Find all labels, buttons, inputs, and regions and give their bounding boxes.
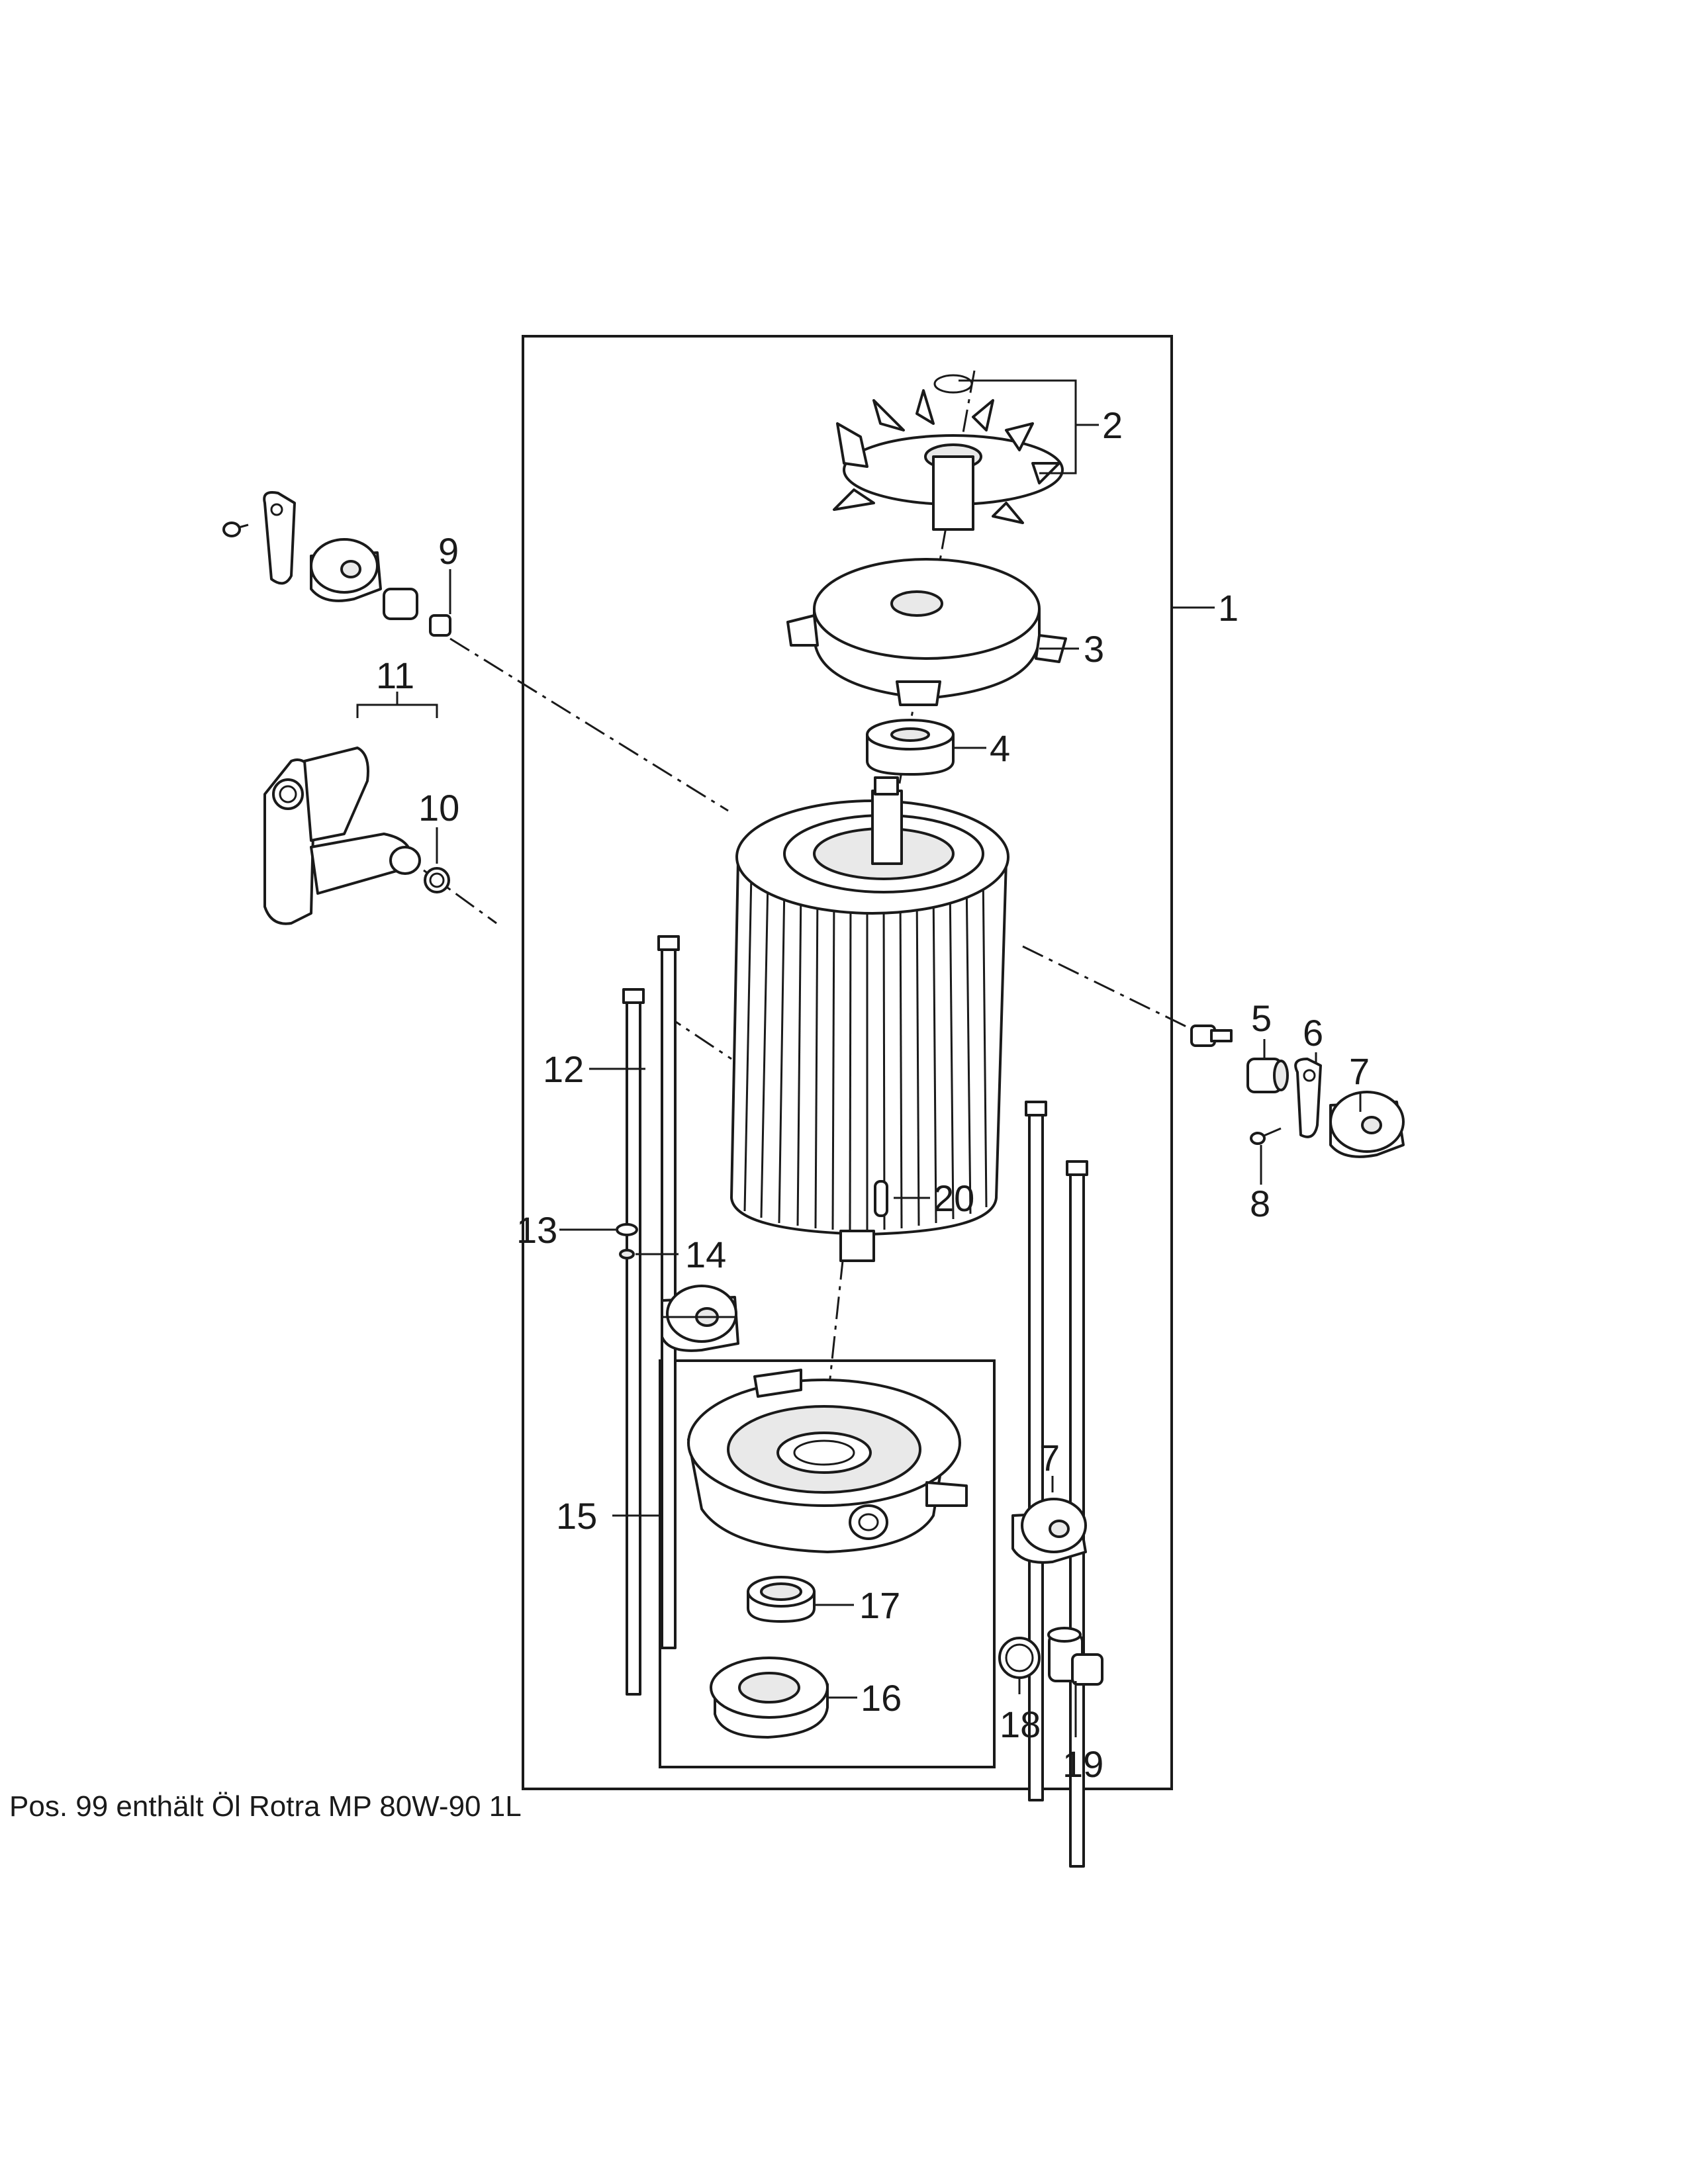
nut-14 <box>619 1249 635 1259</box>
spacer-sleeve <box>1246 1058 1289 1093</box>
callout-13: 13 <box>516 1209 557 1251</box>
callout-15: 15 <box>556 1495 597 1537</box>
rubber-buffer-right-lower <box>1011 1498 1087 1564</box>
mounting-bracket-6 <box>1294 1058 1322 1138</box>
callout-11: 11 <box>376 655 414 696</box>
elbow-fitting-19 <box>1047 1627 1103 1686</box>
callout-3: 3 <box>1084 628 1104 670</box>
callout-14: 14 <box>685 1234 726 1275</box>
callout-18: 18 <box>1000 1704 1041 1745</box>
oil-footnote: Pos. 99 enthält Öl Rotra MP 80W-90 1L <box>9 1790 522 1823</box>
callout-8: 8 <box>1250 1183 1270 1224</box>
callout-7-lower: 7 <box>1039 1437 1060 1479</box>
callout-7-upper: 7 <box>1349 1050 1370 1092</box>
leader-lines <box>356 379 1362 1737</box>
gear-housing-frame-15 <box>659 1359 996 1768</box>
callout-12: 12 <box>543 1048 584 1090</box>
callout-16: 16 <box>861 1677 902 1719</box>
callout-2: 2 <box>1102 404 1123 446</box>
callout-9: 9 <box>438 530 459 572</box>
callout-5: 5 <box>1251 997 1272 1039</box>
fan-cover <box>786 558 1067 706</box>
rubber-buffer-right-upper <box>1329 1091 1405 1158</box>
washer-13 <box>616 1223 638 1236</box>
callout-20: 20 <box>933 1177 974 1219</box>
assembly-frame-1 <box>522 335 1173 1790</box>
callout-labels: 1 2 3 4 5 6 7 7 8 9 10 11 12 13 14 15 16… <box>376 404 1370 1785</box>
mounting-screw-5 <box>1190 1024 1233 1047</box>
callout-17: 17 <box>859 1584 900 1626</box>
bearing-16 <box>710 1657 829 1739</box>
left-mounting-group <box>222 491 451 637</box>
callout-6: 6 <box>1303 1012 1323 1054</box>
handle-assembly <box>263 747 450 925</box>
callout-4: 4 <box>990 727 1010 769</box>
sealing-ring-18 <box>998 1637 1041 1679</box>
gear-housing <box>687 1369 968 1553</box>
fan-wheel <box>833 374 1064 531</box>
bearing-4 <box>866 719 955 776</box>
callout-19: 19 <box>1062 1743 1103 1785</box>
screw-8 <box>1250 1127 1282 1145</box>
motor-stator-housing <box>730 776 1009 1262</box>
callout-1: 1 <box>1218 587 1239 629</box>
rubber-buffer-lower <box>661 1285 739 1352</box>
key-20 <box>874 1180 888 1217</box>
shaft-seal-17 <box>747 1576 816 1623</box>
callout-10: 10 <box>418 787 459 829</box>
